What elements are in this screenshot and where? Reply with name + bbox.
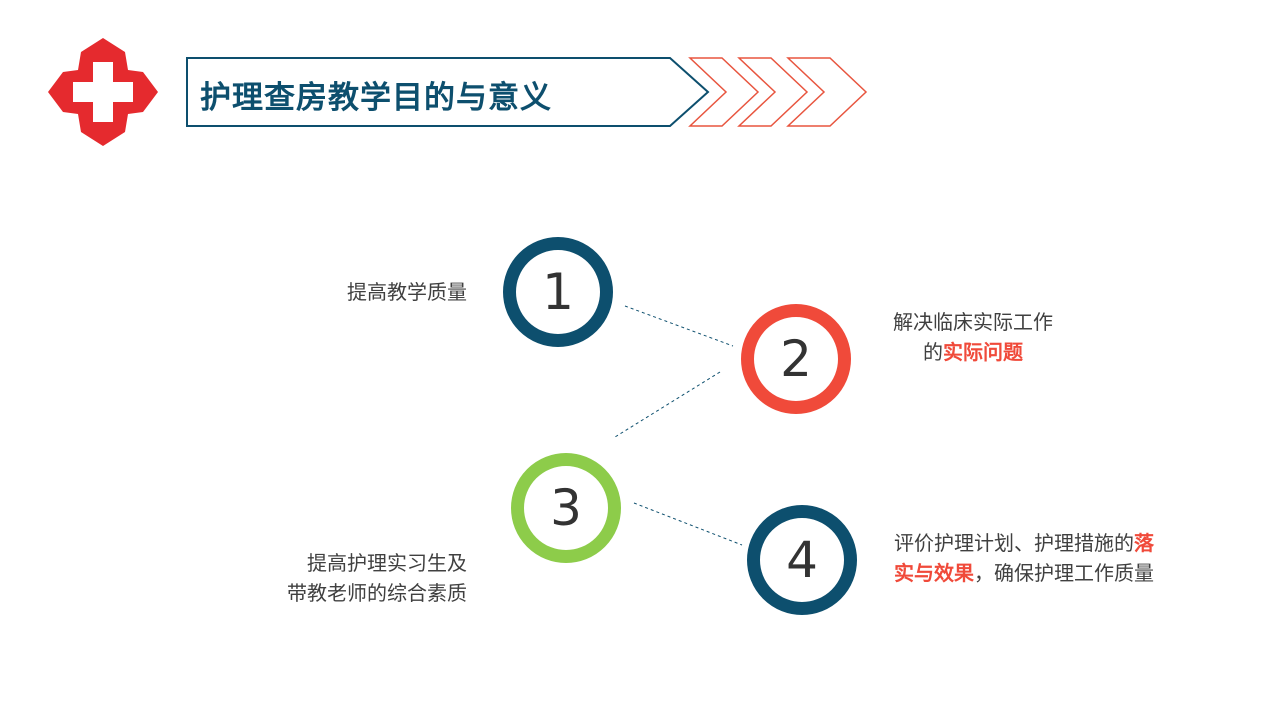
step-3-line2: 带教老师的综合素质 xyxy=(287,581,467,605)
step-2-line1: 解决临床实际工作 xyxy=(893,310,1053,334)
step-4-circle: 4 xyxy=(747,505,857,615)
step-4-line1: 评价护理计划、护理措施的 xyxy=(894,531,1134,555)
step-4-text: 评价护理计划、护理措施的落 实与效果，确保护理工作质量 xyxy=(894,528,1154,588)
step-3-text: 提高护理实习生及 带教老师的综合素质 xyxy=(287,548,467,608)
step-4-line2: ，确保护理工作质量 xyxy=(974,561,1154,585)
page-title: 护理查房教学目的与意义 xyxy=(200,80,552,116)
step-3-circle: 3 xyxy=(511,453,621,563)
hospital-cross-logo xyxy=(48,38,158,146)
step-2-highlight: 实际问题 xyxy=(943,340,1023,364)
step-4-highlight-b: 实与效果 xyxy=(894,561,974,585)
chevron-arrows-icon xyxy=(688,57,868,127)
connector-lines xyxy=(614,305,743,546)
step-1-text: 提高教学质量 xyxy=(347,280,467,304)
step-3-line1: 提高护理实习生及 xyxy=(307,551,467,575)
step-1-circle: 1 xyxy=(503,237,613,347)
step-2-circle: 2 xyxy=(741,304,851,414)
step-2-text: 解决临床实际工作 的实际问题 xyxy=(873,307,1073,367)
step-2-line2: 的 xyxy=(923,340,943,364)
title-arrow-frame xyxy=(186,57,710,127)
step-4-highlight-a: 落 xyxy=(1134,531,1154,555)
